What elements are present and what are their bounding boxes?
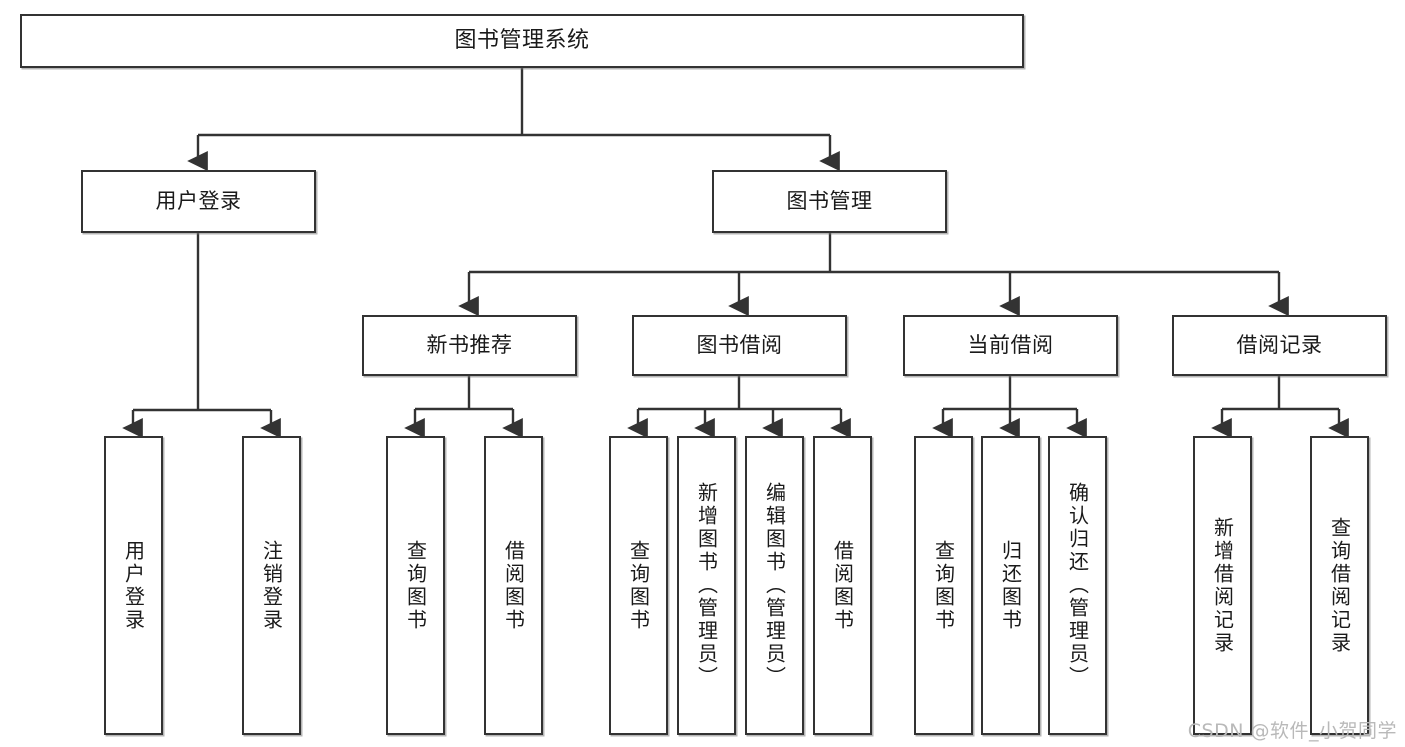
leaf-confirm-return-admin-label: 确认归还（管理员） (1065, 482, 1090, 689)
leaf-borrow-book-recommend[interactable]: 借阅图书 (484, 436, 543, 735)
leaf-logout-label: 注销登录 (259, 539, 284, 632)
node-borrow-records-label: 借阅记录 (1236, 332, 1323, 357)
leaf-query-borrow-record[interactable]: 查询借阅记录 (1310, 436, 1369, 735)
leaf-query-borrow-record-label: 查询借阅记录 (1327, 516, 1352, 655)
leaf-add-borrow-record-label: 新增借阅记录 (1210, 516, 1235, 655)
leaf-query-book-current[interactable]: 查询图书 (914, 436, 973, 735)
node-root[interactable]: 图书管理系统 (20, 14, 1024, 68)
node-new-book-recommend[interactable]: 新书推荐 (362, 315, 577, 376)
node-new-book-recommend-label: 新书推荐 (426, 332, 513, 357)
node-book-borrow[interactable]: 图书借阅 (632, 315, 847, 376)
node-root-label: 图书管理系统 (454, 27, 590, 53)
leaf-logout[interactable]: 注销登录 (242, 436, 301, 735)
leaf-add-book-admin[interactable]: 新增图书（管理员） (677, 436, 736, 735)
leaf-user-login[interactable]: 用户登录 (104, 436, 163, 735)
leaf-query-book-borrow[interactable]: 查询图书 (609, 436, 668, 735)
leaf-edit-book-admin-label: 编辑图书（管理员） (762, 482, 787, 689)
node-current-borrow[interactable]: 当前借阅 (903, 315, 1118, 376)
node-user-login-label: 用户登录 (155, 188, 242, 213)
leaf-return-book-label: 归还图书 (998, 539, 1023, 632)
leaf-query-book-recommend-label: 查询图书 (403, 539, 428, 632)
leaf-borrow-book-label: 借阅图书 (830, 539, 855, 632)
node-current-borrow-label: 当前借阅 (967, 332, 1054, 357)
node-book-management[interactable]: 图书管理 (712, 170, 947, 233)
leaf-confirm-return-admin[interactable]: 确认归还（管理员） (1048, 436, 1107, 735)
node-user-login[interactable]: 用户登录 (81, 170, 316, 233)
leaf-add-book-admin-label: 新增图书（管理员） (694, 482, 719, 689)
leaf-borrow-book-recommend-label: 借阅图书 (501, 539, 526, 632)
node-book-management-label: 图书管理 (786, 188, 873, 213)
leaf-query-book-current-label: 查询图书 (931, 539, 956, 632)
leaf-add-borrow-record[interactable]: 新增借阅记录 (1193, 436, 1252, 735)
leaf-query-book-borrow-label: 查询图书 (626, 539, 651, 632)
leaf-query-book-recommend[interactable]: 查询图书 (386, 436, 445, 735)
leaf-return-book[interactable]: 归还图书 (981, 436, 1040, 735)
leaf-edit-book-admin[interactable]: 编辑图书（管理员） (745, 436, 804, 735)
node-book-borrow-label: 图书借阅 (696, 332, 783, 357)
leaf-user-login-label: 用户登录 (121, 539, 146, 632)
leaf-borrow-book[interactable]: 借阅图书 (813, 436, 872, 735)
node-borrow-records[interactable]: 借阅记录 (1172, 315, 1387, 376)
